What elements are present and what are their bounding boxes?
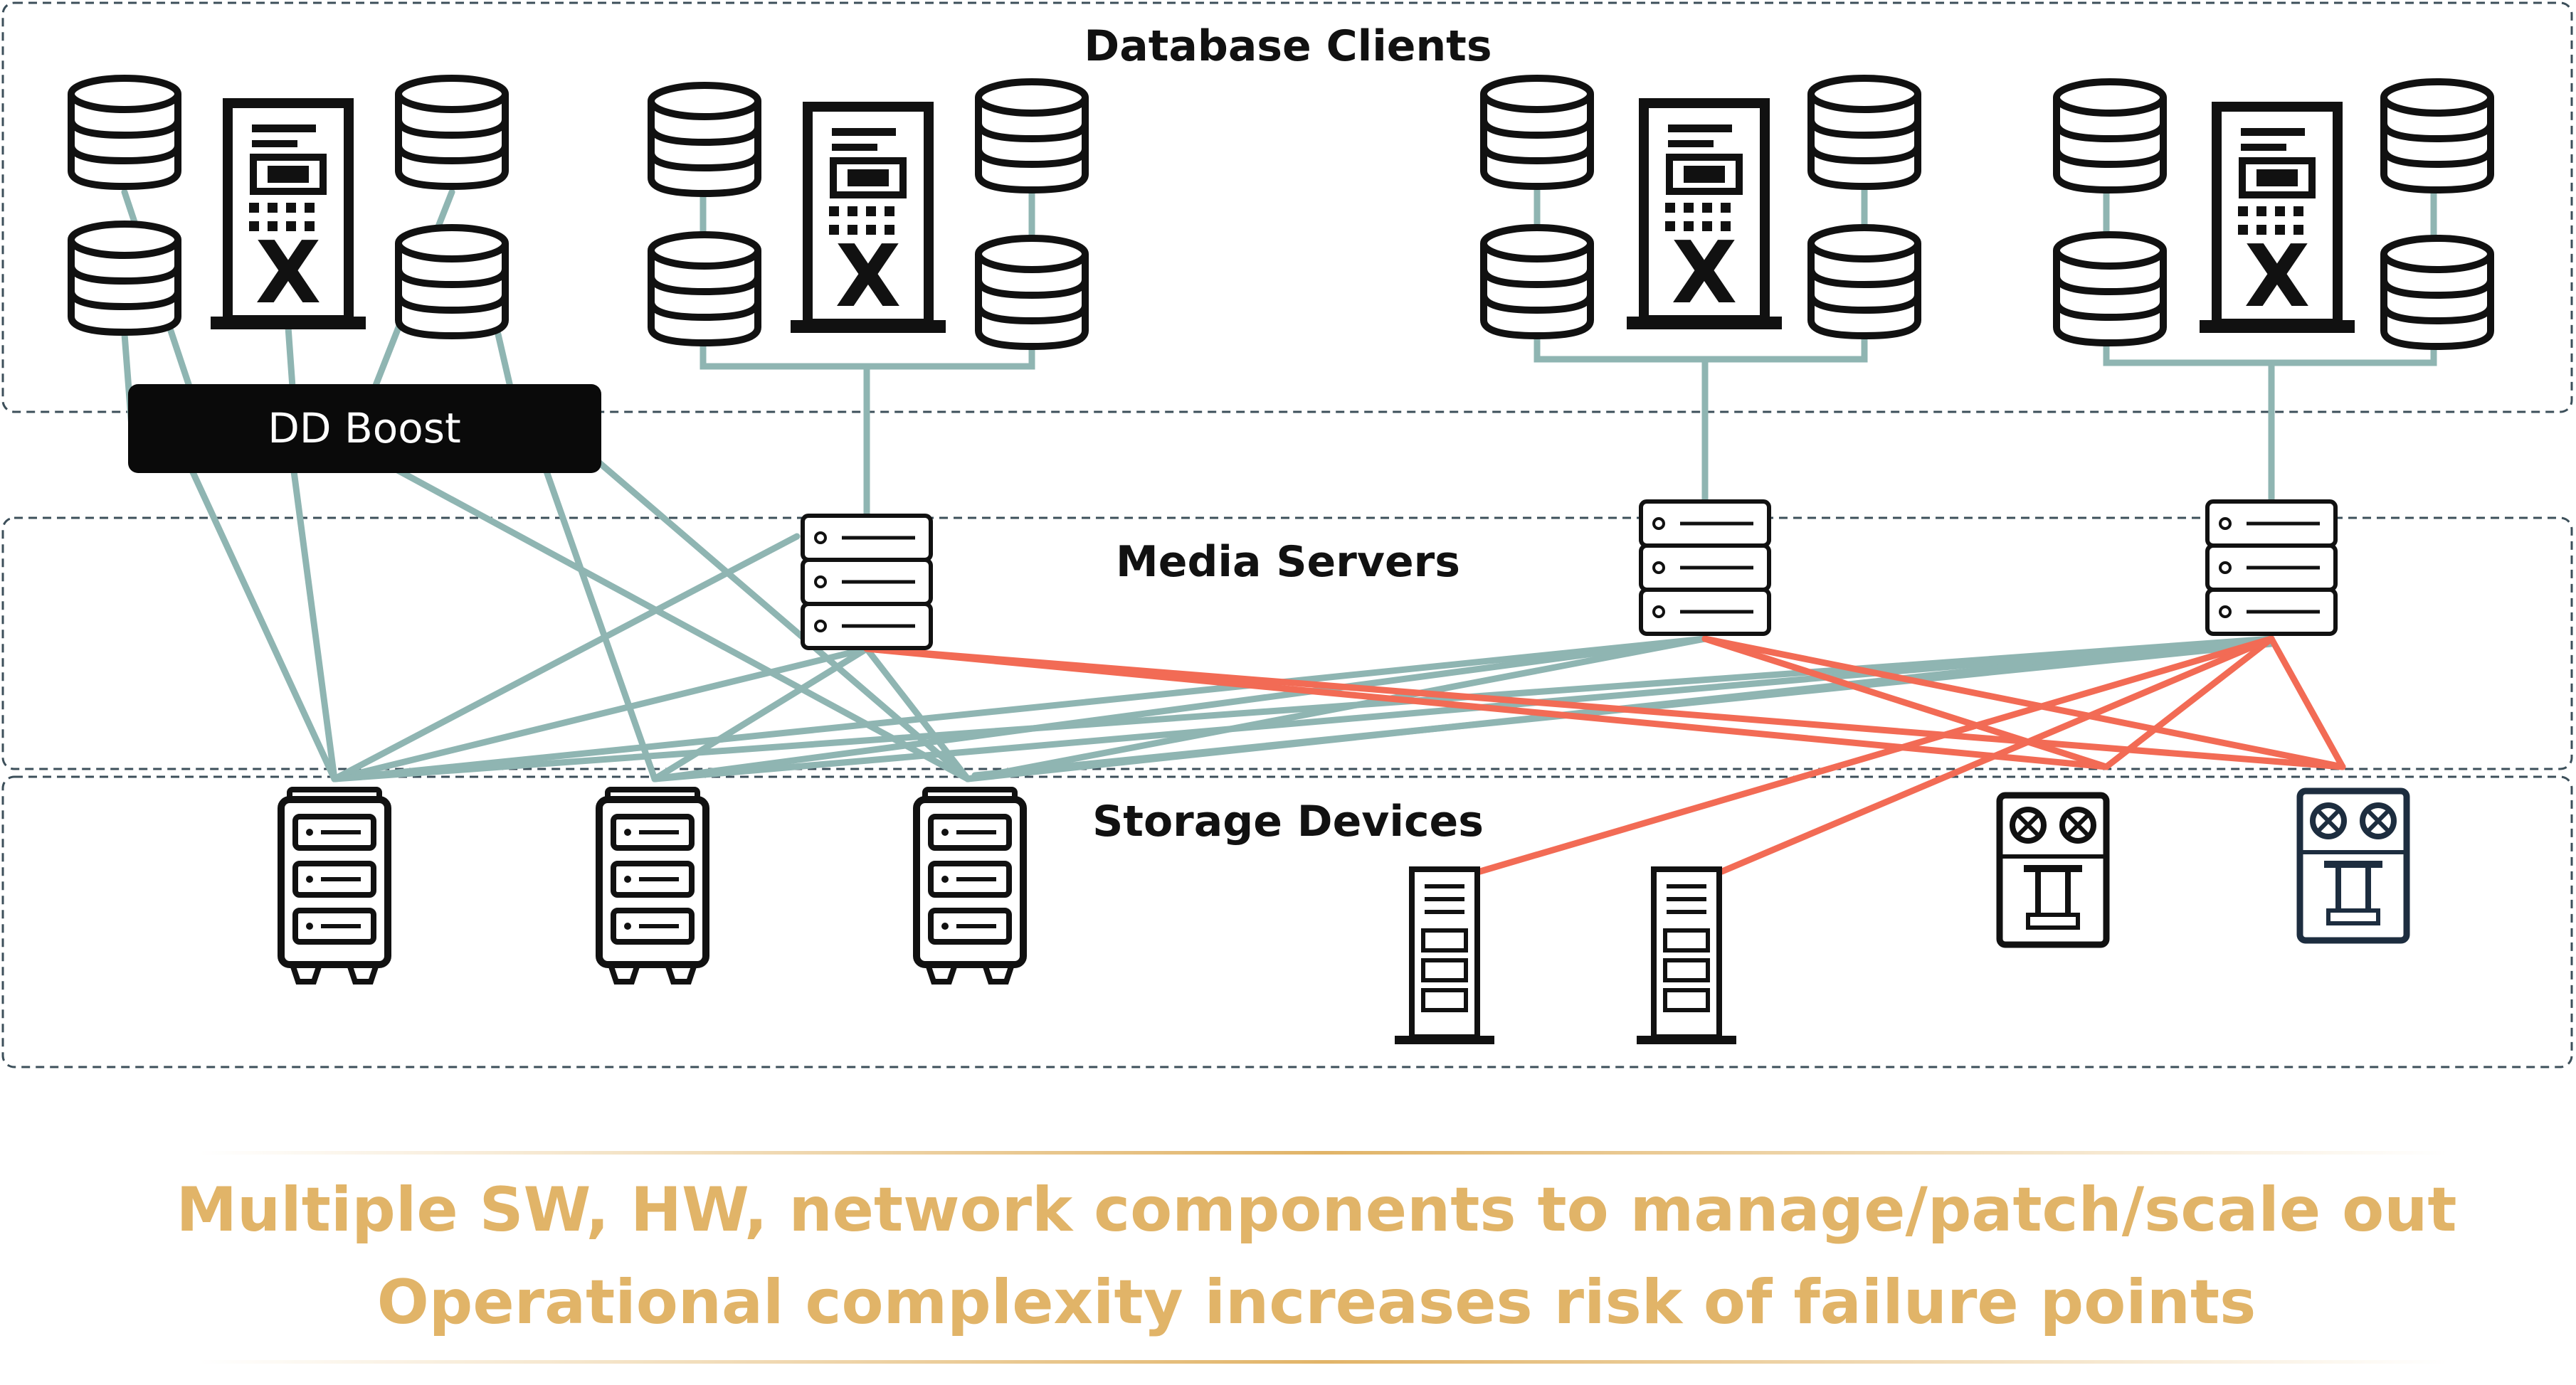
database-clients-label: Database Clients — [1084, 21, 1492, 71]
database-clients-zone — [1, 1, 2573, 413]
callout-bottom-rule — [199, 1360, 2448, 1364]
db-server-mark-4: X — [2244, 228, 2311, 327]
callout-top-rule — [199, 1151, 2448, 1155]
database-icon — [2057, 235, 2163, 343]
storage-devices-zone — [1, 775, 2573, 1068]
media-server-icon — [803, 516, 931, 648]
media-to-tape-connectors — [863, 635, 2346, 875]
database-icon — [71, 224, 178, 332]
database-icon — [978, 238, 1085, 346]
callout-line-2: Operational complexity increases risk of… — [377, 1267, 2256, 1338]
tape-library-icon — [1637, 869, 1736, 1044]
dd-boost-box: DD Boost — [128, 384, 601, 473]
database-icon — [2057, 82, 2163, 190]
database-icon — [71, 78, 178, 186]
db-server-mark-1: X — [255, 224, 322, 323]
storage-rack-icon — [281, 790, 388, 982]
tape-drive-icon — [2300, 791, 2407, 940]
dd-boost-label: DD Boost — [268, 404, 460, 452]
db-server-mark-2: X — [835, 228, 902, 327]
storage-rack-icon — [599, 790, 706, 982]
database-icon — [1811, 228, 1918, 336]
db-server-mark-3: X — [1672, 224, 1738, 323]
database-icon — [1811, 78, 1918, 186]
database-icon — [978, 82, 1085, 190]
tape-library-icon — [1395, 869, 1494, 1044]
tape-drive-icon — [2000, 795, 2106, 945]
storage-rack-icon — [917, 790, 1023, 982]
database-icon — [651, 85, 758, 193]
db-server-marks: X X X X — [255, 224, 2311, 327]
database-icon — [398, 228, 505, 336]
media-servers-zone — [1, 516, 2573, 770]
database-icon — [398, 78, 505, 186]
media-server-icon — [1641, 502, 1769, 634]
media-servers-label: Media Servers — [1116, 537, 1460, 587]
database-icon — [1484, 78, 1590, 186]
database-icon — [2384, 238, 2491, 346]
database-icon — [1484, 228, 1590, 336]
database-icon — [2384, 82, 2491, 190]
database-icon — [651, 235, 758, 343]
callout-line-1: Multiple SW, HW, network components to m… — [176, 1174, 2456, 1246]
media-server-icon — [2207, 502, 2335, 634]
media-to-disk-connectors — [331, 533, 2275, 782]
storage-devices-label: Storage Devices — [1092, 797, 1484, 847]
